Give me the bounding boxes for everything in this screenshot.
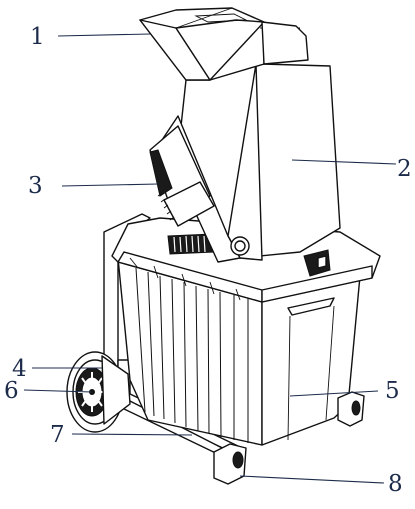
leader-line: [291, 159, 397, 165]
callout-5: 5: [289, 378, 400, 404]
callout-number: 4: [12, 356, 27, 382]
feed-funnel: [139, 7, 309, 81]
callout-number: 5: [385, 378, 400, 404]
callout-7: 7: [50, 422, 193, 448]
callout-number: 7: [50, 422, 65, 448]
callout-1: 1: [30, 24, 151, 50]
collection-box: [117, 257, 361, 446]
callout-3: 3: [28, 173, 159, 199]
garden-shredder-icon: [66, 7, 381, 485]
callout-4: 4: [12, 356, 102, 382]
leader-line: [61, 183, 159, 187]
callout-number: 3: [28, 173, 43, 199]
callout-number: 6: [4, 378, 19, 404]
leader-line: [239, 475, 385, 484]
callout-6: 6: [4, 378, 93, 404]
callout-number: 2: [397, 156, 412, 182]
leader-line: [23, 389, 93, 393]
foot-pads: [213, 391, 365, 485]
callout-number: 8: [388, 471, 403, 497]
callout-2: 2: [291, 156, 412, 182]
leader-line: [71, 433, 193, 436]
callout-8: 8: [239, 471, 403, 497]
motor-housing: [149, 125, 215, 227]
wheel: [66, 351, 131, 433]
callout-number: 1: [30, 24, 45, 50]
leader-line: [289, 390, 379, 397]
leader-line: [57, 33, 151, 37]
